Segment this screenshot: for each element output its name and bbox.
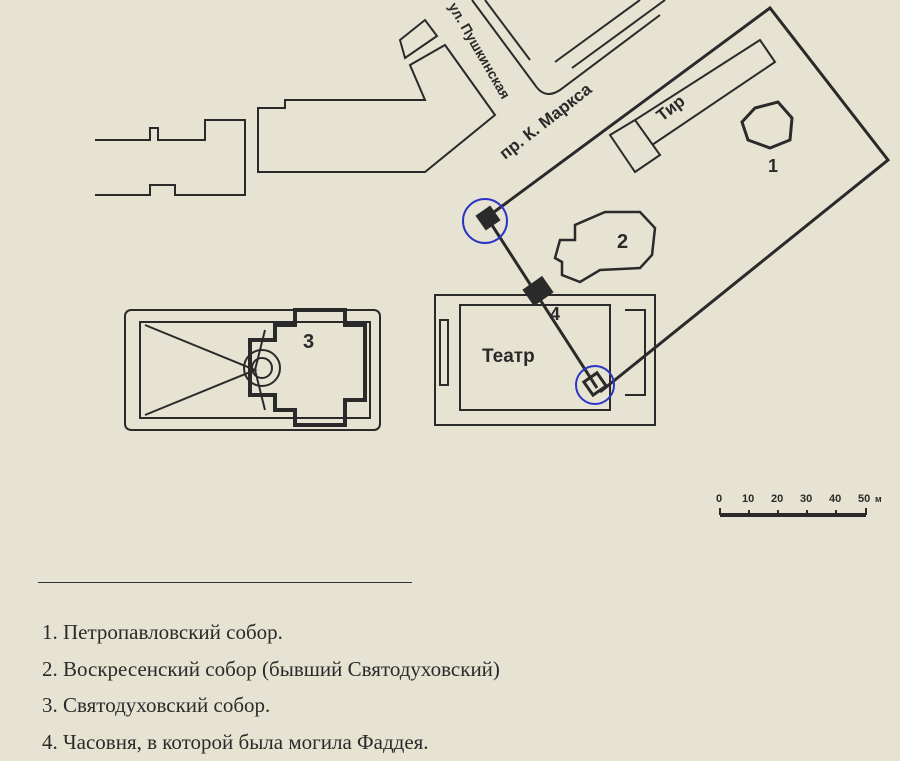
street-edge (484, 0, 531, 61)
scale-tick: 50 (858, 493, 870, 505)
label-1: 1 (768, 156, 778, 176)
scale-tick: 30 (800, 493, 812, 505)
scale-tick: 20 (771, 493, 783, 505)
legend-item: 1. Петропавловский собор. (42, 620, 283, 644)
legend-item: 3. Святодуховский собор. (42, 693, 271, 717)
street-label-pushkinskaya: ул. Пушкинская (445, 0, 513, 102)
label-3: 3 (303, 331, 314, 353)
label-4: 4 (550, 304, 560, 324)
svyatodukhovsky-cathedral (248, 308, 367, 427)
legend-item: 2. Воскресенский собор (бывший Святодухо… (42, 656, 500, 681)
street-edge (554, 0, 641, 63)
theatre (434, 294, 656, 426)
scale-tick: 10 (742, 493, 754, 505)
square-3 (124, 309, 381, 431)
label-theatre: Театр (482, 346, 535, 367)
scale-unit: м (875, 494, 882, 504)
label-2: 2 (617, 231, 628, 253)
petropavlovsky-cathedral (740, 100, 794, 150)
street-edge (471, 0, 661, 95)
highlight-circle (575, 365, 615, 405)
chapel (522, 275, 554, 307)
building-outline (257, 43, 497, 173)
scale-tick: 40 (829, 493, 841, 505)
scale-tick: 0 (716, 493, 722, 505)
street-edge (571, 0, 666, 69)
map: ул. Пушкинская пр. К. Маркса Тир Театр 1… (95, 0, 891, 517)
label-shooting-range: Тир (653, 91, 689, 125)
building-outline (95, 119, 246, 196)
legend: 1. Петропавловский собор. 2. Воскресенск… (42, 614, 500, 760)
building-outline (398, 18, 439, 60)
highlight-circle (462, 198, 508, 244)
legend-item: 4. Часовня, в которой была могила Фаддея… (42, 729, 429, 754)
voskresensky-cathedral (553, 210, 657, 284)
fence (489, 5, 891, 394)
separator-line (38, 582, 412, 583)
shooting-range (608, 38, 777, 174)
